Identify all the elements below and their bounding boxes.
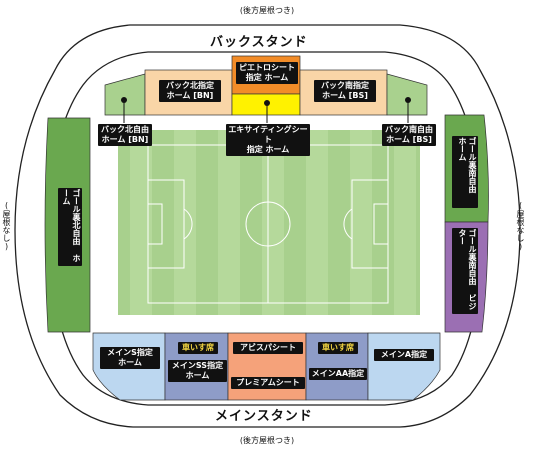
back-stand-title: バックスタンド [210, 35, 308, 50]
main-stand-title: メインスタンド [215, 409, 313, 424]
bottom-roof-note: (後方屋根つき) [239, 436, 295, 445]
marker-back-south [405, 97, 411, 103]
main-ss-label: メインSS指定 ホーム [168, 360, 227, 382]
back-north-reserved-label: バック北指定 ホーム [BN] [159, 80, 221, 102]
main-s-label: メインS指定 ホーム [100, 347, 160, 369]
goal-north-free-label: ゴール裏北自由 ホーム [58, 188, 82, 266]
right-no-roof: (屋根なし) [516, 201, 525, 251]
premium-label: プレミアムシート [231, 377, 305, 389]
back-south-free-area[interactable] [386, 73, 428, 116]
wheelchair-left-label: 車いす席 [178, 342, 218, 354]
back-south-free-label: バック南自由 ホーム [BS] [382, 124, 436, 146]
goal-south-visitor-label: ゴール裏南自由 ビジター [452, 228, 478, 314]
back-north-free-label: バック北自由 ホーム [BN] [98, 124, 152, 146]
marker-exciting [264, 100, 270, 106]
top-roof-note: (後方屋根つき) [239, 6, 295, 15]
main-aa-label: メインAA指定 [309, 368, 367, 380]
roof-outline [14, 24, 521, 428]
wheelchair-right-label: 車いす席 [318, 342, 358, 354]
goal-south-home-label: ゴール裏南自由 ホーム [452, 136, 478, 208]
bijetoro-label: ピエトロシート 指定 ホーム [236, 62, 298, 84]
marker-back-north [121, 97, 127, 103]
back-south-reserved-label: バック南指定 ホーム [BS] [314, 80, 376, 102]
avispa-label: アビスパシート [233, 342, 303, 354]
main-a-label: メインA指定 [374, 349, 434, 361]
exciting-label: エキサイティングシート 指定 ホーム [226, 124, 310, 156]
left-no-roof: (屋根なし) [2, 201, 11, 251]
pitch-stripes [130, 130, 416, 315]
